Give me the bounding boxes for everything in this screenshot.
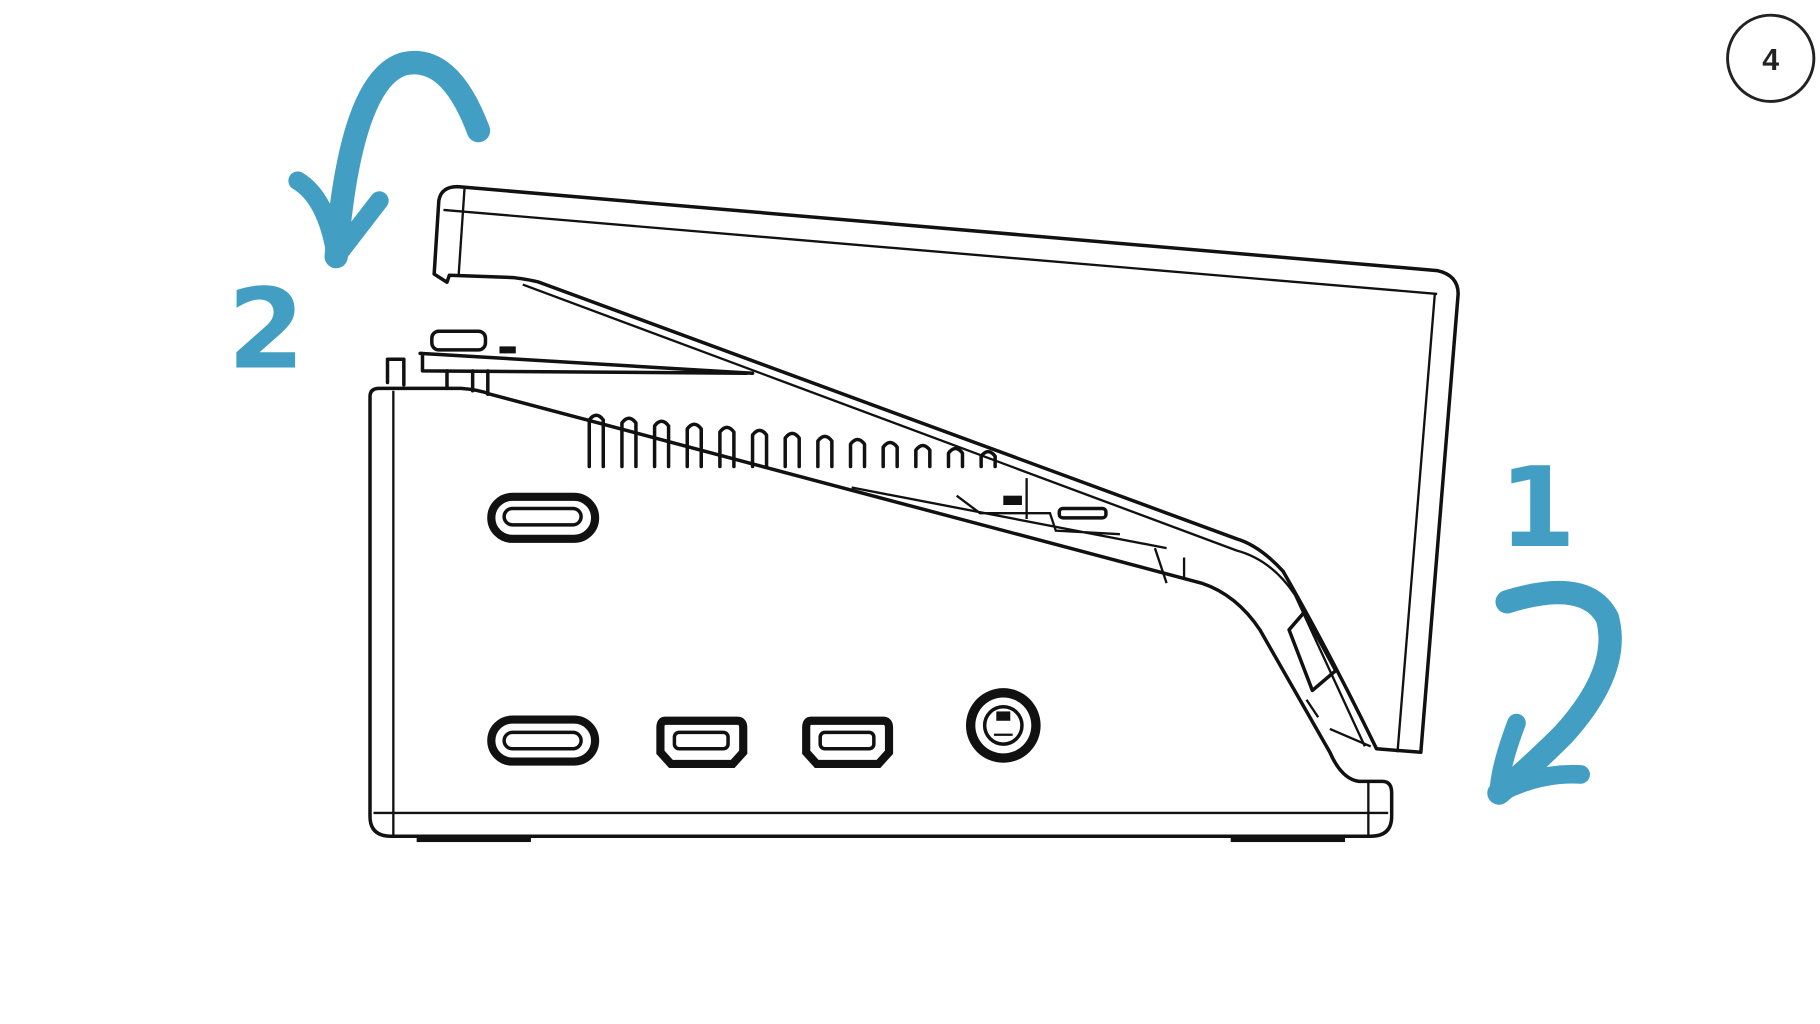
- foot-left: [416, 835, 531, 843]
- heatsink-fin: [718, 425, 736, 469]
- step-badge-circle: [1726, 13, 1816, 103]
- step-number: 4: [1762, 44, 1779, 77]
- heatsink-fin: [620, 416, 638, 469]
- heatsink-fin: [652, 419, 671, 469]
- heatsink-fin: [979, 449, 997, 469]
- heatsink-fin: [587, 413, 606, 469]
- heatsink-fin: [848, 437, 867, 469]
- heatsink-fin: [946, 446, 965, 469]
- rotate-arrow-icon: [288, 51, 491, 269]
- heatsink-fin: [750, 428, 769, 469]
- annotation-label-2-left: 2: [228, 265, 305, 394]
- heatsink-fin: [881, 440, 899, 469]
- curved-arrow-icon: [1487, 580, 1622, 805]
- annotation-label-1-right: 1: [1499, 444, 1576, 573]
- heatsink-fin: [816, 434, 834, 469]
- usb-c-port-bottom: [487, 715, 600, 766]
- power-jack: [965, 688, 1041, 763]
- heatsink-fin: [685, 422, 703, 469]
- foot-right: [1230, 835, 1346, 843]
- heatsink-fin: [914, 443, 932, 469]
- heatsink-fin: [783, 431, 801, 469]
- case-base: [368, 329, 1394, 843]
- step-badge: 4: [1726, 13, 1816, 103]
- heatsink-fins: [587, 413, 997, 469]
